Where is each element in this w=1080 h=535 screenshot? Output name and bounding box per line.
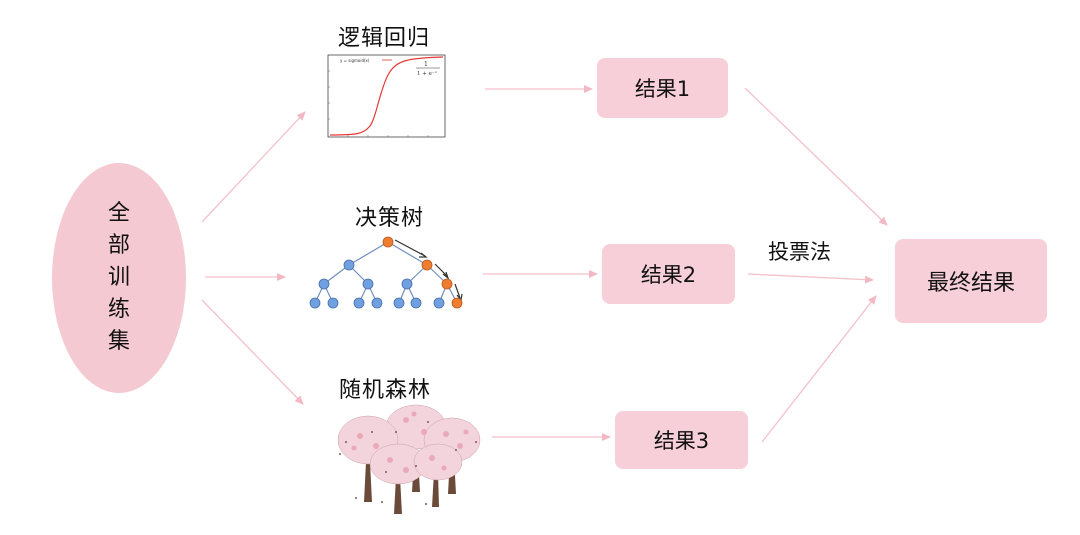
result-box-3: 结果3 xyxy=(615,411,748,469)
result-label-1: 结果1 xyxy=(634,77,691,101)
training-set-char: 练 xyxy=(107,296,130,322)
model-label-logistic-regression: 逻辑回归 xyxy=(338,26,431,51)
result-label-2: 结果2 xyxy=(640,263,697,287)
result-box-1: 结果1 xyxy=(597,58,728,118)
arrow-result1-to-final xyxy=(744,87,888,226)
training-set-char: 训 xyxy=(107,265,130,291)
decision-tree-icon xyxy=(309,236,463,309)
training-set-char: 全 xyxy=(107,201,130,227)
final-result-label: 最终结果 xyxy=(926,271,1015,296)
svg-text:1 + e⁻ˣ: 1 + e⁻ˣ xyxy=(417,71,438,77)
model-label-random-forest: 随机森林 xyxy=(339,378,432,403)
training-set-label: 全 部 训 练 集 xyxy=(108,198,130,357)
arrow-train-to-rf xyxy=(201,299,304,405)
blossom-trees-icon xyxy=(337,404,481,514)
sigmoid-plot-icon: y = sigmoid(x) 1 1 + e⁻ˣ xyxy=(327,54,446,138)
sigmoid-legend-text: y = sigmoid(x) xyxy=(340,58,370,63)
svg-text:1: 1 xyxy=(424,61,428,68)
training-set-char: 集 xyxy=(107,328,130,354)
training-set-ellipse: 全 部 训 练 集 xyxy=(52,163,186,393)
arrow-result3-to-final xyxy=(761,295,877,443)
arrow-train-to-lr xyxy=(201,111,306,223)
vote-method-label: 投票法 xyxy=(768,240,831,264)
final-result-box: 最终结果 xyxy=(895,239,1047,323)
model-label-decision-tree: 决策树 xyxy=(355,206,425,231)
result-label-3: 结果3 xyxy=(653,429,710,453)
training-set-char: 部 xyxy=(107,233,130,259)
result-box-2: 结果2 xyxy=(602,244,735,304)
arrow-result2-to-final xyxy=(747,273,874,284)
